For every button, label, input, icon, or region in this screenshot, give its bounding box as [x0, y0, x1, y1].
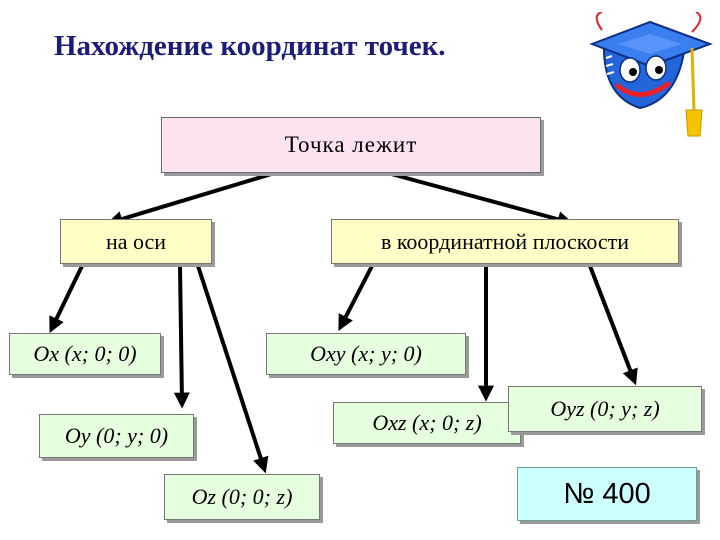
- leaf-oy: Oy (0; y; 0): [39, 414, 194, 458]
- category-plane: в координатной плоскости: [331, 219, 679, 264]
- root-node: Точка лежит: [161, 117, 541, 173]
- arrow-plane-to-oxy: [338, 264, 374, 331]
- arrow-root-to-plane: [382, 170, 574, 227]
- category-axis: на оси: [60, 219, 212, 264]
- arrow-axis-to-oz: [196, 264, 269, 474]
- leaf-ox: Ox (x; 0; 0): [9, 333, 161, 375]
- leaf-oyz: Oyz (0; y; z): [508, 386, 702, 432]
- task-number-badge: № 400: [517, 467, 697, 521]
- leaf-oxy: Oxy (x; y; 0): [266, 333, 466, 375]
- page-title: Нахождение координат точек.: [54, 30, 446, 62]
- arrow-plane-to-oyz: [588, 264, 638, 386]
- graduation-cap-mascot-icon: [589, 12, 713, 137]
- leaf-oz: Oz (0; 0; z): [164, 474, 320, 520]
- arrow-axis-to-ox: [49, 264, 84, 334]
- arrow-root-to-axis: [106, 170, 280, 227]
- leaf-oxz: Oxz (x; 0; z): [333, 402, 521, 444]
- arrow-axis-to-oy: [173, 264, 190, 409]
